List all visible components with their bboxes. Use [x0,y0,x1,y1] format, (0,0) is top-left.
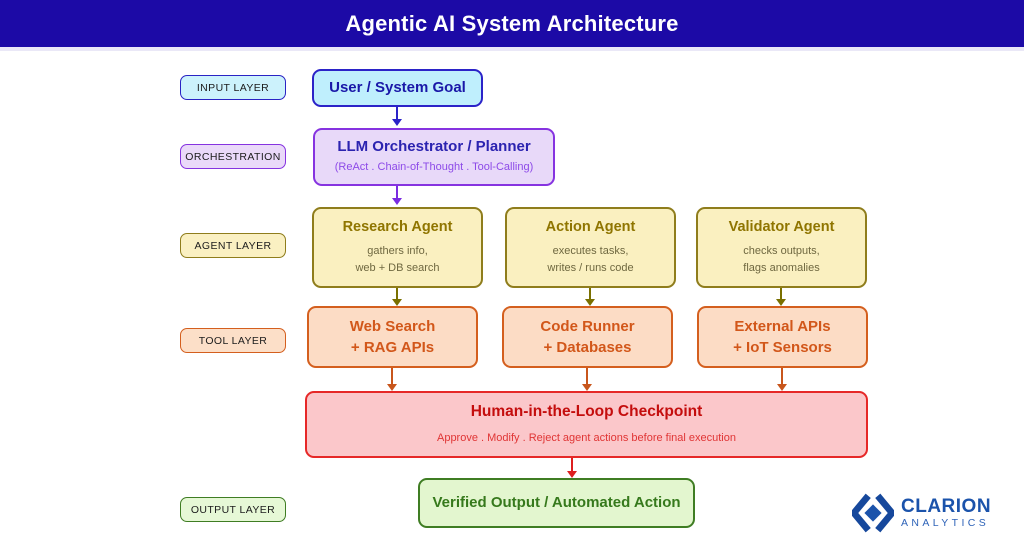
layer-label-tool: TOOL LAYER [180,328,286,353]
title-line: External APIs [734,318,831,335]
title-line: Code Runner [540,318,635,335]
title-bar: Agentic AI System Architecture [0,0,1024,51]
logo-text: CLARION ANALYTICS [901,497,991,529]
description-line: gathers info, [367,245,428,258]
node-external-apis-iot: External APIs + IoT Sensors [697,306,868,368]
node-title: Action Agent [545,218,636,235]
description-line: checks outputs, [743,245,820,258]
node-description: checks outputs, flags anomalies [743,243,819,276]
node-web-search-rag: Web Search + RAG APIs [307,306,478,368]
node-human-in-the-loop-checkpoint: Human-in-the-Loop Checkpoint Approve . M… [305,391,868,458]
node-title: Web Search + RAG APIs [350,316,436,358]
layer-label-text: OUTPUT LAYER [190,503,276,516]
title-line: Web Search [349,318,436,335]
arrowhead-icon [567,471,577,478]
arrow-validator-agent-to-external-apis [776,288,786,306]
layer-label-text: ORCHESTRATION [185,150,281,163]
node-code-runner-databases: Code Runner + Databases [502,306,673,368]
node-title: Research Agent [342,218,453,235]
node-description: gathers info, web + DB search [355,243,439,276]
node-title: External APIs + IoT Sensors [733,316,832,358]
node-validator-agent: Validator Agent checks outputs, flags an… [696,207,867,288]
description-line: executes tasks, [552,245,629,258]
title-line: + RAG APIs [350,339,435,356]
node-title: Code Runner + Databases [540,316,634,358]
arrow-orchestrator-to-research-agent [392,186,402,205]
arrow-action-agent-to-code-runner [585,288,595,306]
node-subtitle: (ReAct . Chain-of-Thought . Tool-Calling… [334,161,534,174]
node-user-system-goal: User / System Goal [312,69,483,107]
node-title: Validator Agent [728,218,835,235]
node-title: User / System Goal [329,79,466,96]
arrow-external-apis-to-checkpoint [777,368,787,391]
clarion-analytics-logo: CLARION ANALYTICS [852,492,991,534]
description-line: web + DB search [355,261,440,274]
layer-label-agent: AGENT LAYER [180,233,286,258]
node-description: executes tasks, writes / runs code [547,243,633,276]
arrow-input-to-orchestrator [392,107,402,126]
arrowhead-icon [392,299,402,306]
node-subtitle: Approve . Modify . Reject agent actions … [436,431,736,444]
arrowhead-icon [392,198,402,205]
layer-label-input: INPUT LAYER [180,75,286,100]
arrowhead-icon [392,119,402,126]
layer-label-output: OUTPUT LAYER [180,497,286,522]
arrow-checkpoint-to-output [567,458,577,478]
description-line: writes / runs code [547,261,634,274]
layer-label-orchestration: ORCHESTRATION [180,144,286,169]
arrowhead-icon [776,299,786,306]
layer-label-text: TOOL LAYER [198,334,268,347]
arrow-research-agent-to-web-search [392,288,402,306]
node-llm-orchestrator: LLM Orchestrator / Planner (ReAct . Chai… [313,128,555,186]
node-verified-output: Verified Output / Automated Action [418,478,695,528]
logo-name: CLARION [901,496,992,518]
node-research-agent: Research Agent gathers info, web + DB se… [312,207,483,288]
arrowhead-icon [777,384,787,391]
node-title: Human-in-the-Loop Checkpoint [470,402,703,420]
arrow-code-runner-to-checkpoint [582,368,592,391]
title-line: + Databases [543,339,632,356]
node-action-agent: Action Agent executes tasks, writes / ru… [505,207,676,288]
arrowhead-icon [387,384,397,391]
node-title: LLM Orchestrator / Planner [337,138,531,156]
logo-diamond-chevrons-icon [852,493,894,533]
layer-label-text: AGENT LAYER [194,239,272,252]
logo-subname: ANALYTICS [901,517,990,530]
title-line: + IoT Sensors [733,339,832,356]
arrowhead-icon [585,299,595,306]
layer-label-text: INPUT LAYER [196,81,270,94]
arrowhead-icon [582,384,592,391]
arrow-web-search-to-checkpoint [387,368,397,391]
node-title: Verified Output / Automated Action [432,494,681,511]
page-title: Agentic AI System Architecture [345,10,679,36]
description-line: flags anomalies [743,261,820,274]
